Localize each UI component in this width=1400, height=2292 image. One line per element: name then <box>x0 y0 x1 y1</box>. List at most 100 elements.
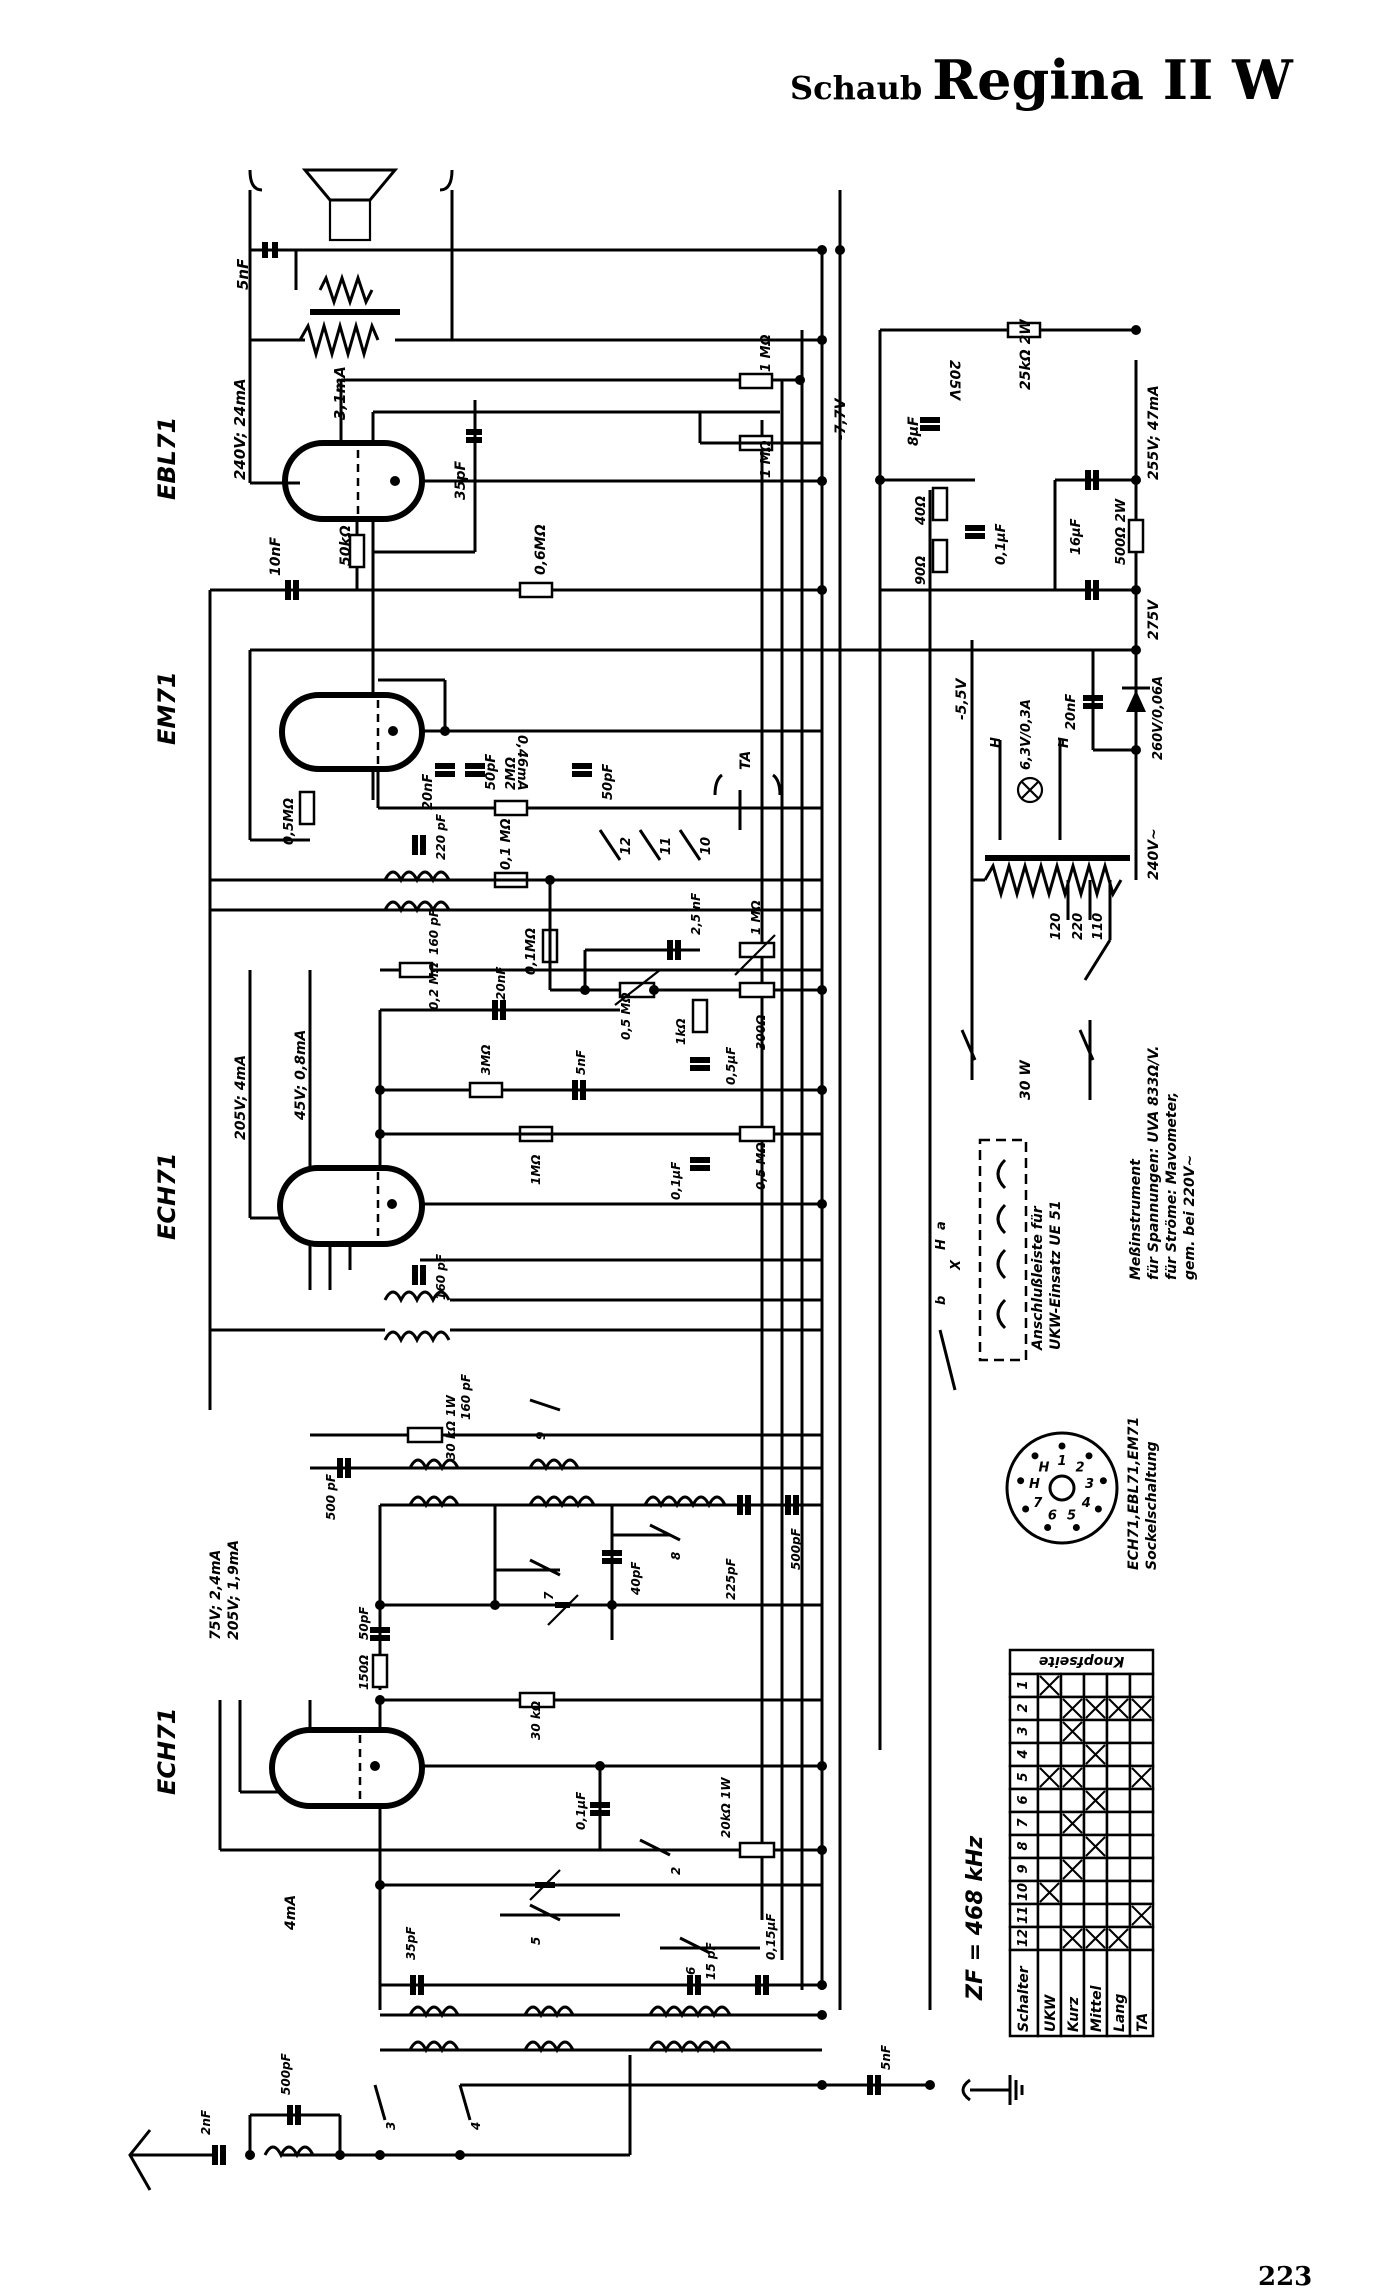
resistor-90 <box>931 538 949 574</box>
svg-text:0,5MΩ: 0,5MΩ <box>282 798 297 845</box>
switch-table-cell <box>1059 1902 1086 1929</box>
switch-number: 9 <box>1016 1864 1031 1873</box>
switch-table-cell <box>1082 1672 1109 1699</box>
svg-text:40Ω: 40Ω <box>914 496 929 526</box>
switch-table-header-cell <box>1008 1648 1155 1676</box>
ebl71-envelope <box>282 440 425 522</box>
ech71-if-envelope <box>277 1165 425 1247</box>
svg-text:50pF: 50pF <box>601 764 616 800</box>
svg-text:20nF: 20nF <box>421 774 436 810</box>
socket-pin <box>1072 1523 1080 1531</box>
resistor-2M <box>493 799 529 817</box>
measurement-note: Meßinstrument für Spannungen: UVA 833Ω/V… <box>1128 1046 1198 1280</box>
switch-table-cell <box>1082 1764 1109 1791</box>
svg-text:205V; 4mA: 205V; 4mA <box>233 1055 249 1140</box>
switch-table-cell <box>1036 1810 1063 1837</box>
svg-text:30 kΩ: 30 kΩ <box>529 1701 543 1740</box>
switch-table-cell <box>1105 1741 1132 1768</box>
svg-text:50pF: 50pF <box>357 1606 371 1640</box>
junction-dot <box>817 1199 827 1209</box>
switch-table-cell <box>1036 1833 1063 1860</box>
speaker-icon <box>301 168 399 202</box>
junction-dot <box>649 985 659 995</box>
socket-pin-label: 5 <box>1067 1508 1076 1523</box>
resistor-500 <box>1127 518 1145 554</box>
svg-text:5nF: 5nF <box>879 2044 893 2070</box>
socket-pin <box>1058 1442 1066 1450</box>
svg-text:220 pF: 220 pF <box>434 813 448 860</box>
mains-switch-b <box>1078 1029 1095 1061</box>
junction-dot <box>817 2080 827 2090</box>
junction-dot <box>335 2150 345 2160</box>
svg-text:UKW-Einsatz UE 51: UKW-Einsatz UE 51 <box>1048 1200 1064 1350</box>
switch-table-cell <box>1105 1672 1132 1699</box>
switch-number: 2 <box>1016 1703 1031 1712</box>
svg-text:0,1µF: 0,1µF <box>574 1791 588 1830</box>
svg-text:3MΩ: 3MΩ <box>479 1045 493 1076</box>
ta-jack-b <box>772 773 782 796</box>
junction-dot <box>817 476 827 486</box>
svg-text:16µF: 16µF <box>1069 518 1084 555</box>
switch-number: 8 <box>1016 1841 1031 1850</box>
ebl71-operating-point: 240V; 24mA <box>231 378 249 480</box>
ech71-mixer-envelope <box>269 1727 425 1809</box>
svg-text:20nF: 20nF <box>1064 694 1079 730</box>
switch-table-cell <box>1128 1856 1155 1883</box>
svg-text:7: 7 <box>542 1591 556 1600</box>
junction-dot <box>925 2080 935 2090</box>
svg-text:500Ω 2W: 500Ω 2W <box>1114 498 1129 565</box>
svg-text:0,15µF: 0,15µF <box>764 1913 778 1960</box>
junction-dot <box>545 875 555 885</box>
if-frequency-label: ZF = 468 kHz <box>963 1836 988 2001</box>
switch-table-cell <box>1082 1718 1109 1745</box>
resistor-0-2M <box>398 961 434 979</box>
svg-text:25kΩ 2W: 25kΩ 2W <box>1018 319 1034 390</box>
switch-row-label: Schalter <box>1016 1965 1032 2032</box>
junction-dot <box>817 585 827 595</box>
svg-text:10nF: 10nF <box>268 537 284 576</box>
svg-text:75V; 2,4mA: 75V; 2,4mA <box>208 1550 224 1640</box>
svg-text:120: 120 <box>1049 913 1064 940</box>
voltage-selector-switch <box>1083 939 1112 981</box>
svg-text:b: b <box>934 1296 949 1305</box>
svg-text:12: 12 <box>619 837 634 855</box>
resistor-3M <box>468 1081 504 1099</box>
svg-text:8: 8 <box>669 1552 683 1560</box>
svg-text:5nF: 5nF <box>574 1049 588 1075</box>
resistor-0-5M <box>298 790 316 826</box>
socket-pin-label: 3 <box>1085 1477 1094 1492</box>
mains-switch-a <box>960 1029 977 1061</box>
switch-11 <box>638 829 662 861</box>
resistor-50k <box>348 533 366 569</box>
junction-dots <box>245 245 1141 2160</box>
svg-text:2nF: 2nF <box>199 2109 213 2135</box>
svg-text:260V/0,06A: 260V/0,06A <box>1151 676 1166 760</box>
tube-em71: EM71 0,5MΩ 20nF 50pF 2MΩ 0,46mA 50pF 220… <box>153 650 822 889</box>
svg-text:H: H <box>1057 737 1072 748</box>
switch-number: 11 <box>1016 1906 1031 1924</box>
svg-text:6,3V/0,3A: 6,3V/0,3A <box>1019 699 1034 770</box>
socket-key <box>1048 1474 1076 1502</box>
ukw-connector: a b H X Anschlußleiste für UKW-Einsatz U… <box>934 1138 1064 1391</box>
switch-table-cell <box>1036 1925 1063 1952</box>
if-coil-2 <box>383 900 451 914</box>
speaker-jack-left <box>248 169 263 192</box>
switch-number: 12 <box>1016 1929 1031 1947</box>
svg-text:1 MΩ: 1 MΩ <box>759 334 774 372</box>
switch-number: 1 <box>1016 1680 1031 1689</box>
band-label: TA <box>1135 2013 1151 2032</box>
svg-text:35pF: 35pF <box>453 460 469 500</box>
socket-pin <box>1085 1452 1093 1460</box>
switch-table-cell <box>1059 1672 1086 1699</box>
svg-text:-7,7V: -7,7V <box>833 397 849 440</box>
svg-text:1 MΩ: 1 MΩ <box>749 900 763 935</box>
svg-text:10: 10 <box>699 837 714 855</box>
tone-volume: 0,1MΩ 2,5 nF 1 MΩ 0,5 MΩ 1kΩ 0,5µF 300Ω … <box>380 880 822 1100</box>
switch-8 <box>649 1523 681 1542</box>
svg-text:35pF: 35pF <box>404 1926 418 1960</box>
svg-text:0,5 MΩ: 0,5 MΩ <box>754 1142 768 1190</box>
svg-text:275V: 275V <box>1146 599 1162 640</box>
switch-number: 3 <box>1016 1726 1031 1735</box>
tube-ech71-if: ECH71 205V; 4mA 45V; 0,8mA 1MΩ 0,1µF 0,5… <box>153 970 822 1344</box>
